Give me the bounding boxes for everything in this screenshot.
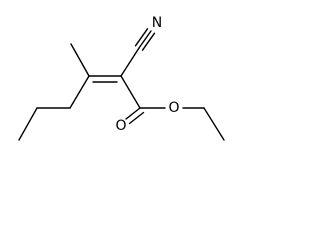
bond-c3-methyl [70, 43, 90, 77]
bond-cn-triple-1 [138, 30, 152, 49]
nitrogen-atom-label: N [152, 15, 162, 31]
bond-c2-cn [120, 47, 140, 77]
bond-carbonyl-double-1 [125, 107, 141, 120]
bond-c5-c6 [18, 107, 38, 141]
carbonyl-oxygen-label: O [115, 118, 126, 134]
bond-cn-triple-2 [141, 32, 156, 51]
structure-diagram: N O O [18, 15, 225, 141]
bond-c2-carbonyl [120, 75, 141, 109]
bond-c3-c4 [69, 75, 90, 109]
bond-carbonyl-double-2 [128, 111, 145, 125]
bond-cn-triple-3 [134, 28, 149, 47]
ester-oxygen-label: O [168, 100, 179, 116]
bond-ch2-ch3 [203, 107, 225, 141]
